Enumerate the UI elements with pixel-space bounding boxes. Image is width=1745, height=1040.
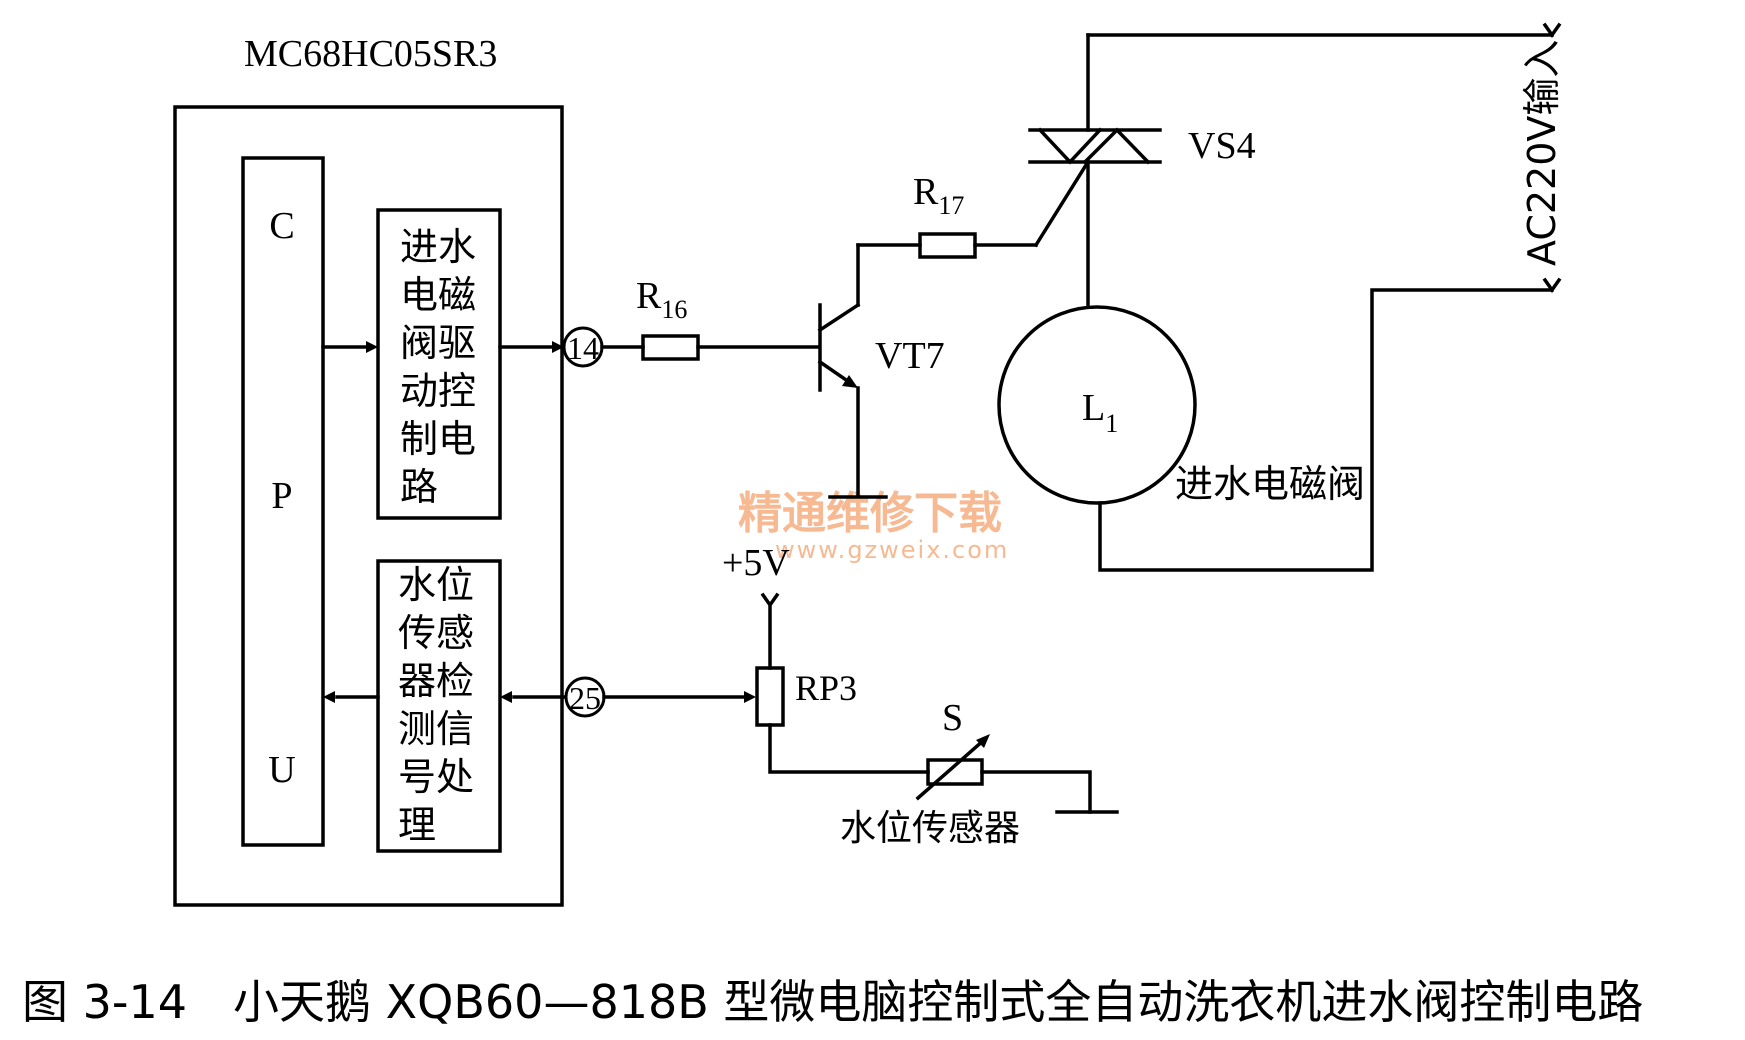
r17-main: R — [913, 171, 939, 213]
r16-label: R16 — [636, 275, 687, 324]
drive-line-6: 路 — [400, 465, 438, 509]
wire-s-to-ground — [980, 770, 1092, 814]
vs4-triangle-down — [1037, 127, 1103, 165]
cpu-letter-u: U — [268, 749, 295, 791]
drive-control-text: 进水 电磁 阀驱 动控 制电 路 — [400, 225, 476, 509]
sensor-processing-text: 水位 传感 器检 测信 号处 理 — [398, 563, 474, 847]
cpu-block — [241, 156, 325, 847]
sensor-label: 水位传感器 — [840, 808, 1020, 849]
wire-l1-to-ac-bottom — [1098, 288, 1554, 572]
ac-input-label: AC220V输入 — [1520, 40, 1564, 266]
l1-main: L — [1082, 387, 1105, 429]
resistor-r17 — [918, 232, 977, 259]
rp3-label: RP3 — [795, 668, 857, 708]
arrow-to-sense — [500, 691, 512, 703]
figure-caption: 图 3-14 小天鹅 XQB60—818B 型微电脑控制式全自动洗衣机进水阀控制… — [22, 975, 1643, 1029]
arrow-to-pin14 — [552, 341, 564, 353]
arrow-to-rp3 — [744, 691, 756, 703]
sensor-processing-block — [376, 559, 502, 853]
sense-line-2: 传感 — [398, 611, 474, 655]
r16-main: R — [636, 275, 662, 317]
r17-sub: 17 — [938, 191, 964, 220]
arrow-to-drive — [366, 341, 378, 353]
drive-line-3: 阀驱 — [400, 321, 476, 365]
transistor-vt7 — [817, 243, 888, 499]
sensor-s-variable-arrow — [976, 734, 990, 748]
triac-vs4 — [1028, 127, 1162, 165]
vs4-triangle-up — [1082, 127, 1151, 165]
r16-sub: 16 — [661, 295, 687, 324]
sense-line-4: 测信 — [398, 707, 474, 751]
l1-sub: 1 — [1105, 409, 1118, 438]
arrow-to-cpu — [323, 691, 335, 703]
potentiometer-rp3 — [755, 666, 785, 727]
sense-line-6: 理 — [398, 803, 436, 847]
cpu-letter-p: P — [271, 475, 292, 517]
chip-label: MC68HC05SR3 — [244, 33, 497, 75]
ac-terminal-top — [1542, 22, 1562, 39]
r17-label: R17 — [913, 171, 964, 220]
s-label: S — [942, 697, 963, 739]
pin-25-label: 25 — [569, 680, 601, 716]
drive-control-block — [376, 208, 502, 520]
watermark-url: www.gzweix.com — [775, 536, 1009, 564]
power-label: +5V — [722, 542, 790, 584]
drive-line-2: 电磁 — [400, 273, 476, 317]
vt7-emitter-arrow — [842, 375, 858, 388]
vt7-label: VT7 — [875, 335, 945, 377]
coil-l1 — [997, 305, 1197, 505]
pin-14-label: 14 — [567, 330, 599, 366]
ac-terminal-bottom — [1542, 277, 1562, 294]
valve-label: 进水电磁阀 — [1175, 462, 1365, 506]
sense-line-3: 器检 — [398, 659, 474, 703]
sense-line-1: 水位 — [398, 563, 474, 607]
vt7-collector-leg — [817, 302, 861, 333]
sensor-s-variable-line — [915, 737, 987, 801]
cpu-letter-c: C — [269, 205, 294, 247]
sense-line-5: 号处 — [398, 755, 474, 799]
drive-line-1: 进水 — [400, 225, 476, 269]
drive-line-4: 动控 — [400, 369, 476, 413]
wire-rp3-to-s — [768, 723, 930, 774]
vs4-label: VS4 — [1188, 125, 1256, 167]
mcu-outline — [173, 105, 564, 907]
drive-line-5: 制电 — [400, 417, 476, 461]
l1-label: L1 — [1082, 387, 1118, 438]
vs4-gate-lead — [1033, 162, 1089, 248]
resistor-r16 — [641, 334, 700, 361]
